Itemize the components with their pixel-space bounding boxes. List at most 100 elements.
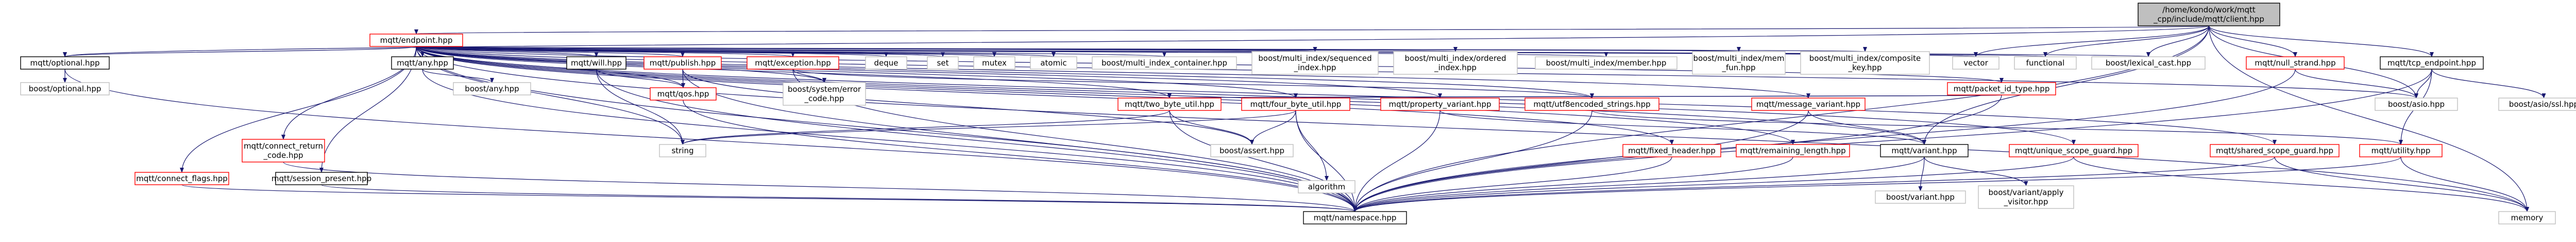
node-box <box>2091 56 2206 70</box>
edge-group <box>2208 25 2297 57</box>
node-layer: /home/kondo/work/mqtt_cpp/include/mqtt/c… <box>20 3 2576 224</box>
node-atomic: atomic <box>1030 56 1077 70</box>
node-label: mqtt/any.hpp <box>397 58 448 68</box>
node-namespace[interactable]: mqtt/namespace.hpp <box>1303 211 1407 224</box>
edge-group <box>2274 156 2529 212</box>
node-boost-asio: boost/asio.hpp <box>2375 98 2458 111</box>
node-box <box>134 172 229 185</box>
node-box <box>650 87 717 101</box>
edge-root-to-functional <box>2043 25 2210 57</box>
edge-group <box>2208 25 2529 212</box>
edge-four_byte_util-to-string <box>681 110 1296 145</box>
edge-group <box>1353 110 1440 212</box>
edge-group <box>1439 110 1926 145</box>
edge-group <box>180 46 417 173</box>
edge-group <box>422 69 1357 212</box>
node-box <box>1298 180 1355 193</box>
node-mi-sequenced: boost/multi_index/sequenced_index.hpp <box>1251 51 1379 75</box>
node-publish[interactable]: mqtt/publish.hpp <box>643 56 722 70</box>
edge-group <box>1353 156 2074 212</box>
edge-group <box>1295 110 1329 181</box>
node-any[interactable]: mqtt/any.hpp <box>391 56 454 70</box>
edge-group <box>416 46 1172 99</box>
edge-group <box>416 46 1810 99</box>
edge-publish-to-boost_assert <box>682 69 1254 145</box>
edge-root-to-null_strand <box>2208 25 2297 57</box>
edge-group <box>1591 110 2403 145</box>
node-box <box>566 56 626 70</box>
node-mi-ordered: boost/multi_index/ordered_index.hpp <box>1393 51 1518 75</box>
node-functional: functional <box>2014 56 2077 70</box>
edge-group <box>2431 69 2546 99</box>
node-fixed-header[interactable]: mqtt/fixed_header.hpp <box>1622 144 1721 157</box>
edge-four_byte_util-to-algorithm <box>1295 110 1329 181</box>
node-endpoint[interactable]: mqtt/endpoint.hpp <box>369 34 463 47</box>
node-label: set <box>937 58 949 68</box>
node-optional[interactable]: mqtt/optional.hpp <box>20 56 110 70</box>
node-memory: memory <box>2498 211 2556 224</box>
node-message-variant[interactable]: mqtt/message_variant.hpp <box>1751 98 1866 111</box>
node-box <box>1535 56 1677 70</box>
node-remaining-length[interactable]: mqtt/remaining_length.hpp <box>1736 144 1850 157</box>
node-boost-error-code: boost/system/error_code.hpp <box>783 82 866 106</box>
edge-group <box>1974 25 2210 57</box>
node-label: string <box>671 146 693 155</box>
node-string: string <box>659 144 706 157</box>
edge-layer <box>63 25 2546 212</box>
node-box <box>783 82 866 106</box>
node-root[interactable]: /home/kondo/work/mqtt_cpp/include/mqtt/c… <box>2138 3 2280 26</box>
edge-group <box>63 46 417 57</box>
node-tcp-endpoint[interactable]: mqtt/tcp_endpoint.hpp <box>2380 56 2484 70</box>
node-session-present[interactable]: mqtt/session_present.hpp <box>272 172 371 185</box>
node-box <box>1380 98 1500 111</box>
node-qos[interactable]: mqtt/qos.hpp <box>650 87 717 101</box>
edge-unique_scope_guard-to-namespace <box>1353 156 2074 212</box>
node-four-byte-util[interactable]: mqtt/four_byte_util.hpp <box>1241 98 1350 111</box>
edge-group <box>1353 110 1809 212</box>
node-connect-return-code[interactable]: mqtt/connect_return_code.hpp <box>242 139 325 163</box>
node-label: mqtt/exception.hpp <box>755 58 831 68</box>
node-variant[interactable]: mqtt/variant.hpp <box>1880 144 1969 157</box>
node-lexical-cast: boost/lexical_cast.hpp <box>2091 56 2206 70</box>
node-null-strand[interactable]: mqtt/null_strand.hpp <box>2246 56 2345 70</box>
node-label: mqtt/four_byte_util.hpp <box>1250 100 1342 109</box>
node-label: mqtt/two_byte_util.hpp <box>1125 100 1214 109</box>
node-unique-scope-guard[interactable]: mqtt/unique_scope_guard.hpp <box>2009 144 2139 157</box>
node-packet-id-type[interactable]: mqtt/packet_id_type.hpp <box>1947 82 2056 95</box>
edge-group <box>416 46 2277 145</box>
edge-root-to-optional <box>63 25 2210 57</box>
node-label: boost/asio/ssl.hpp <box>2509 100 2576 109</box>
node-label: mqtt/namespace.hpp <box>1314 213 1397 222</box>
edge-group <box>2208 25 2434 57</box>
node-label: mqtt/null_strand.hpp <box>2255 58 2335 68</box>
node-will[interactable]: mqtt/will.hpp <box>566 56 626 70</box>
edge-group <box>1918 156 1925 191</box>
node-two-byte-util[interactable]: mqtt/two_byte_util.hpp <box>1117 98 1222 111</box>
node-label: boost/multi_index/member.hpp <box>1546 58 1667 68</box>
edge-endpoint-to-shared_scope_guard <box>416 46 2277 145</box>
node-box <box>1751 98 1866 111</box>
node-label: mqtt/endpoint.hpp <box>380 36 453 45</box>
edge-endpoint-to-property_variant <box>416 46 1442 99</box>
node-label: algorithm <box>1308 182 1345 191</box>
node-exception[interactable]: mqtt/exception.hpp <box>747 56 839 70</box>
edge-group <box>64 69 1357 212</box>
node-label: boost/optional.hpp <box>29 84 101 93</box>
node-utility[interactable]: mqtt/utility.hpp <box>2359 144 2443 157</box>
node-box <box>1692 51 1786 75</box>
edge-endpoint-to-mi_composite <box>416 46 1866 52</box>
edge-group <box>181 184 1357 212</box>
node-box <box>20 56 110 70</box>
edge-two_byte_util-to-boost_assert <box>1169 110 1254 145</box>
edge-group <box>596 69 685 88</box>
node-utf8encoded[interactable]: mqtt/utf8encoded_strings.hpp <box>1524 98 1659 111</box>
edge-group <box>1353 69 2432 212</box>
node-connect-flags[interactable]: mqtt/connect_flags.hpp <box>134 172 229 185</box>
edge-group <box>1353 110 1592 212</box>
node-box <box>1524 98 1659 111</box>
node-label: mqtt/connect_flags.hpp <box>136 174 228 184</box>
node-label: mqtt/qos.hpp <box>657 89 709 99</box>
node-shared-scope-guard[interactable]: mqtt/shared_scope_guard.hpp <box>2210 144 2340 157</box>
node-property-variant[interactable]: mqtt/property_variant.hpp <box>1380 98 1500 111</box>
